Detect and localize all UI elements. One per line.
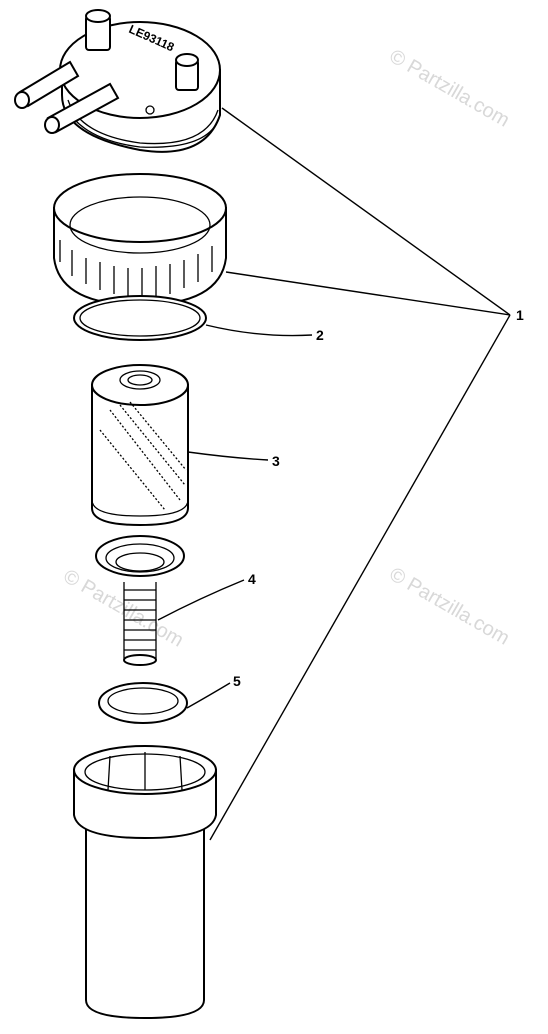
watermark-mid-right: © Partzilla.com [386, 563, 514, 649]
callout-5: 5 [233, 673, 241, 689]
spring-assembly [95, 535, 185, 666]
filter-element [91, 364, 189, 527]
leader-2 [205, 324, 313, 337]
leader-1-to-bowl [209, 314, 511, 841]
leader-1-to-ring [225, 271, 511, 316]
watermark-top-right: © Partzilla.com [386, 45, 514, 131]
filter-head-cap: LE93118 [14, 9, 221, 153]
filter-bowl [73, 745, 217, 1020]
leader-3 [187, 451, 269, 461]
callout-labels: 1 2 3 4 5 [233, 307, 524, 689]
leader-1-to-cap [221, 107, 511, 316]
leader-5 [186, 682, 231, 709]
leader-lines [157, 107, 511, 841]
callout-2: 2 [316, 327, 324, 343]
callout-1: 1 [516, 307, 524, 323]
leader-4 [157, 579, 245, 621]
callout-4: 4 [248, 571, 256, 587]
threaded-collar-ring [53, 173, 227, 307]
callout-3: 3 [272, 453, 280, 469]
o-ring [73, 295, 207, 341]
gasket-washer [98, 682, 188, 724]
